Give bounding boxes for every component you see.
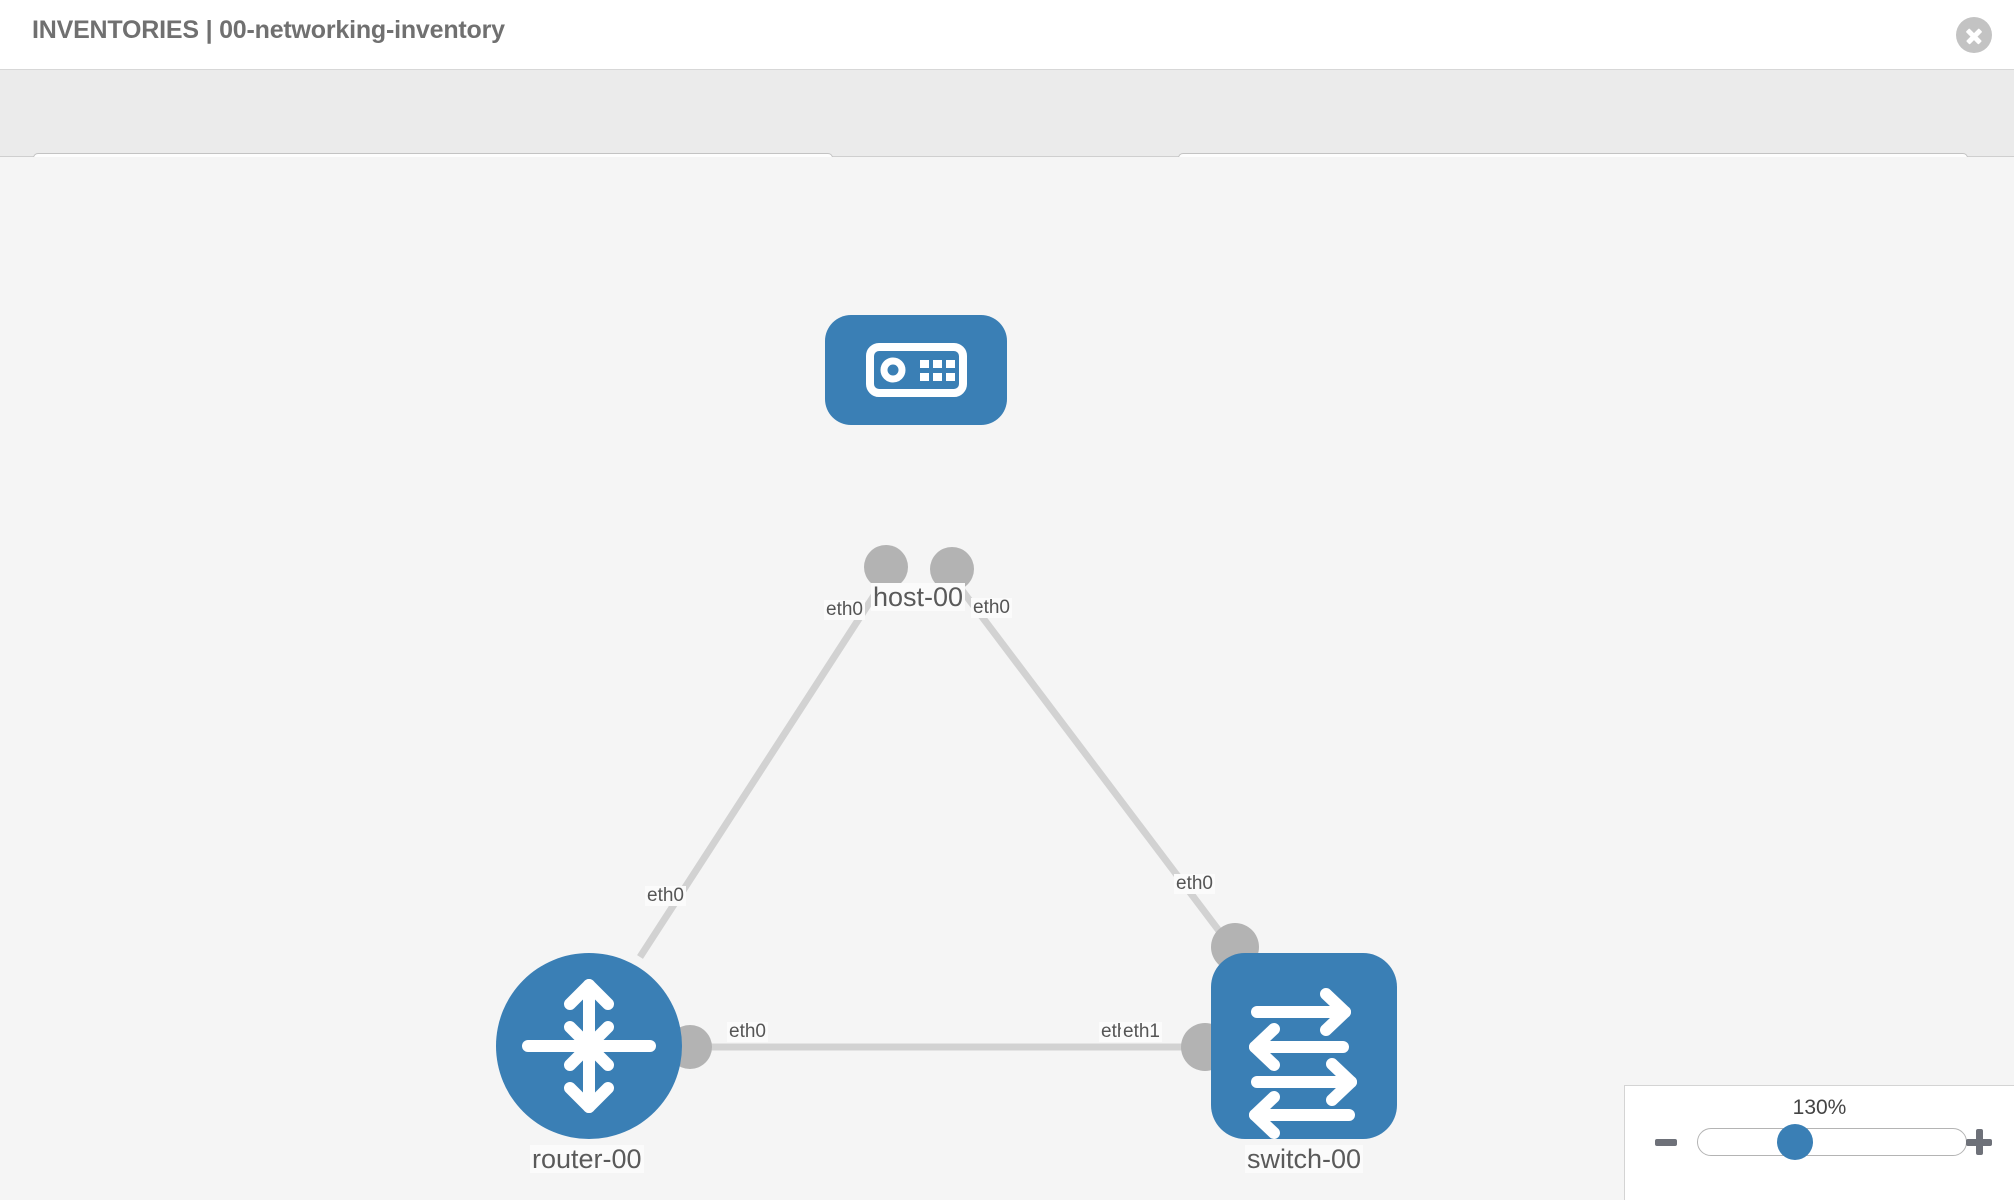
endpoint-host-right	[930, 547, 974, 591]
iface-label-router-up: eth0	[645, 885, 686, 906]
node-label-host: host-00	[871, 582, 966, 612]
topology-graph	[496, 315, 1397, 1139]
switch-icon	[1249, 988, 1357, 1139]
topology-links	[637, 574, 1238, 1051]
iface-label-host-right: eth0	[971, 597, 1012, 618]
topology-endpoints	[668, 545, 1259, 1071]
link-host-switch	[949, 574, 1238, 955]
topology-node-switch-00[interactable]	[1211, 953, 1397, 1139]
iface-label-host-left: eth0	[824, 599, 865, 620]
topology-node-host-00[interactable]	[825, 315, 1007, 425]
topology-node-router-00[interactable]	[496, 953, 682, 1139]
zoom-control-panel: 130%	[1624, 1085, 2014, 1200]
zoom-in-button[interactable]	[1966, 1129, 1992, 1155]
toolbar: ACTIONS SEARCH	[0, 70, 2014, 202]
router-icon	[522, 979, 656, 1113]
page-title: INVENTORIES | 00-networking-inventory	[32, 16, 505, 44]
endpoint-host-left	[864, 545, 908, 589]
zoom-slider-thumb[interactable]	[1777, 1124, 1813, 1160]
topology-canvas[interactable]: host-00 router-00 switch-00 eth0 eth0 et…	[0, 157, 2014, 1200]
node-label-router: router-00	[530, 1144, 644, 1174]
server-icon	[866, 343, 967, 397]
page-header: INVENTORIES | 00-networking-inventory	[0, 0, 2014, 70]
zoom-out-button[interactable]	[1655, 1139, 1677, 1146]
zoom-slider[interactable]	[1697, 1128, 1967, 1156]
close-icon[interactable]	[1956, 17, 1992, 53]
node-label-switch: switch-00	[1245, 1144, 1364, 1174]
iface-label-router-right: eth0	[727, 1021, 768, 1042]
zoom-level-label: 130%	[1792, 1096, 1847, 1119]
iface-label-switch-up: eth0	[1174, 873, 1215, 894]
iface-label-switch-left-b: eth1	[1121, 1021, 1162, 1042]
